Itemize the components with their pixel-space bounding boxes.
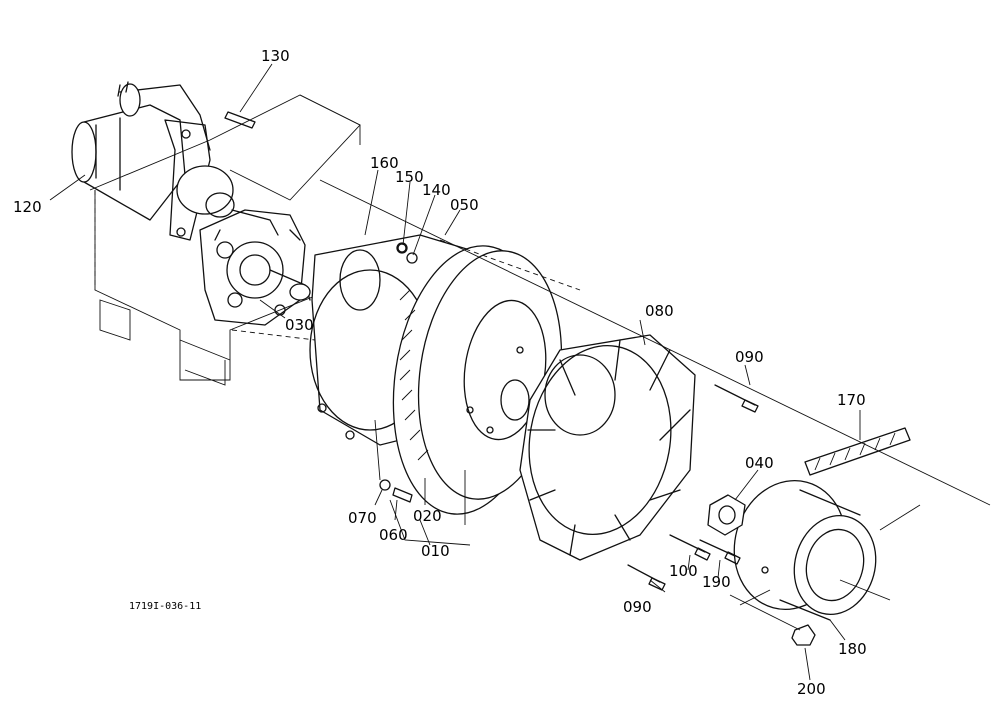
callout-030: 030 [285, 316, 314, 334]
callout-100: 100 [669, 562, 698, 580]
callout-040: 040 [745, 454, 774, 472]
coupling-hub [733, 479, 877, 621]
callout-050: 050 [450, 196, 479, 214]
leader-lines [49, 63, 861, 681]
callout-200: 200 [797, 680, 826, 698]
nut-040 [707, 494, 746, 536]
coupling-element [804, 427, 911, 476]
engine-block [89, 94, 361, 386]
callout-150: 150 [395, 168, 424, 186]
callout-190: 190 [702, 573, 731, 591]
callout-090-top: 090 [735, 348, 764, 366]
gear-housing [199, 209, 311, 326]
callout-130: 130 [261, 47, 290, 65]
callout-160: 160 [370, 154, 399, 172]
alignment-lines [231, 179, 991, 631]
callout-170: 170 [837, 391, 866, 409]
callout-120: 120 [13, 198, 42, 216]
callout-020: 020 [413, 507, 442, 525]
callout-180: 180 [838, 640, 867, 658]
flywheel-cover [519, 334, 696, 561]
bolts [224, 111, 816, 646]
callout-060: 060 [379, 526, 408, 544]
callout-080: 080 [645, 302, 674, 320]
callout-140: 140 [422, 181, 451, 199]
callout-070: 070 [348, 509, 377, 527]
callout-090-bottom: 090 [623, 598, 652, 616]
starter-motor [71, 81, 279, 241]
callout-010: 010 [421, 542, 450, 560]
drawing-code: 1719I-036-11 [129, 601, 201, 612]
callout-labels: 130 120 160 150 140 050 030 080 090 170 … [13, 47, 867, 698]
